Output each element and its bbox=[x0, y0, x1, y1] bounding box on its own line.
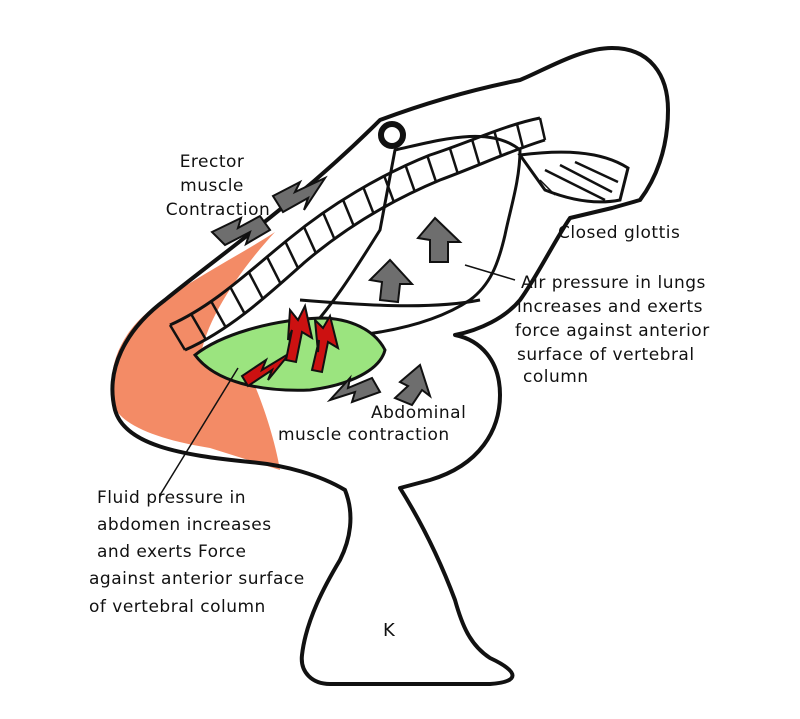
vertebra-rung bbox=[302, 226, 317, 254]
abdominal-arrow-left bbox=[326, 374, 382, 404]
glottis-lines bbox=[544, 160, 619, 202]
vertebra-rung bbox=[538, 117, 547, 141]
red-arrow-mid bbox=[284, 303, 314, 364]
fluid-pressure-arrows bbox=[240, 303, 340, 388]
vertebra-rung bbox=[229, 286, 246, 315]
vertebrae-group bbox=[168, 117, 547, 351]
fluid-pressure-label: Fluid pressure in abdomen increases and … bbox=[89, 488, 311, 617]
gray-arrows bbox=[210, 175, 463, 407]
vertebra-rung bbox=[190, 313, 207, 341]
air-pressure-label: Air pressure in lungs increases and exer… bbox=[515, 273, 716, 387]
lung-arrow-right bbox=[416, 216, 463, 263]
throat-outline bbox=[517, 150, 630, 204]
spine-upper-edge bbox=[169, 116, 541, 327]
vertebra-rung bbox=[515, 123, 525, 148]
spine-knob-icon bbox=[378, 121, 406, 149]
diaphragm-line bbox=[299, 298, 481, 308]
vertebra-rung bbox=[383, 175, 396, 203]
trunk-inner-outline bbox=[298, 134, 522, 342]
vertebra-rung bbox=[493, 131, 503, 157]
vertebra-rung bbox=[470, 139, 481, 165]
fluid-leader bbox=[159, 367, 239, 496]
vertebra-rung bbox=[247, 271, 264, 300]
vertebra-rung bbox=[341, 199, 355, 227]
vertebra-rung bbox=[168, 324, 187, 351]
vertebra-rung bbox=[404, 165, 416, 192]
abdominal-arrow-right bbox=[393, 363, 432, 407]
erector-label: Erector muscle Contraction bbox=[166, 152, 271, 220]
red-arrow-right bbox=[310, 313, 340, 374]
air-leader bbox=[464, 264, 516, 281]
erector-arrow-upper bbox=[271, 175, 328, 214]
glottis-label: Closed glottis bbox=[558, 223, 680, 243]
vertebra-rung bbox=[362, 187, 375, 214]
erector-arrow-lower bbox=[210, 214, 272, 247]
vertebra-rung bbox=[284, 241, 300, 269]
vertebra-rung bbox=[426, 155, 438, 183]
lung-arrow-left bbox=[367, 258, 415, 304]
abdominal-label: Abdominal muscle contraction bbox=[278, 403, 472, 445]
vertebra-rung bbox=[322, 212, 336, 240]
glottis-leader bbox=[539, 179, 556, 196]
vertebra-rung bbox=[210, 300, 227, 328]
red-arrow-left bbox=[240, 352, 291, 388]
erector-muscle-region bbox=[111, 232, 280, 470]
artist-signature: K bbox=[383, 620, 396, 641]
body-outline bbox=[110, 46, 670, 686]
vertebra-rung bbox=[265, 256, 282, 285]
vertebra-rung bbox=[448, 147, 459, 174]
